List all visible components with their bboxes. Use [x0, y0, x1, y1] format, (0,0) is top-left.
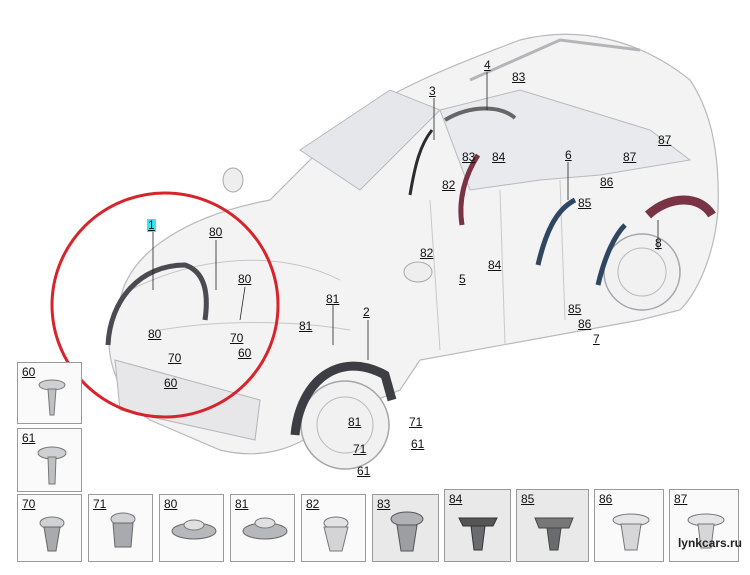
- leader-lines: [152, 72, 659, 360]
- rear-arch-liner: [644, 195, 716, 219]
- fastener-number: 60: [22, 365, 36, 379]
- callout-87[interactable]: 87: [623, 150, 637, 164]
- watermark: lynkcars.ru: [677, 536, 742, 550]
- trim-clip-icon: [612, 513, 650, 551]
- expansion-clip-icon: [171, 519, 217, 540]
- callout-60[interactable]: 60: [238, 346, 252, 360]
- fastener-number: 71: [93, 497, 107, 511]
- callout-60[interactable]: 60: [164, 376, 178, 390]
- fastener-thumb-61[interactable]: 61: [17, 428, 82, 492]
- front-wheel-rim: [316, 396, 374, 454]
- retainer-clip-icon: [458, 517, 498, 551]
- callout-3[interactable]: 3: [429, 84, 436, 98]
- fastener-number: 80: [164, 497, 178, 511]
- door-lines: [429, 179, 566, 351]
- callout-83[interactable]: 83: [462, 150, 476, 164]
- callout-81[interactable]: 81: [299, 319, 313, 333]
- callout-71[interactable]: 71: [353, 442, 367, 456]
- fastener-thumb-84[interactable]: 84: [444, 489, 511, 562]
- callout-83[interactable]: 83: [512, 70, 526, 84]
- trim-clip-icon: [687, 513, 725, 549]
- front-wheel: [300, 380, 390, 470]
- side-windows: [439, 89, 692, 191]
- fastener-thumb-81[interactable]: 81: [230, 494, 295, 562]
- fastener-thumb-82[interactable]: 82: [301, 494, 366, 562]
- fastener-thumb-71[interactable]: 71: [88, 494, 153, 562]
- callout-4[interactable]: 4: [484, 58, 491, 72]
- callout-81[interactable]: 81: [326, 292, 340, 306]
- callout-85[interactable]: 85: [568, 302, 582, 316]
- retainer-clip-icon: [534, 517, 574, 551]
- hood-lines: [129, 259, 351, 331]
- callout-70[interactable]: 70: [230, 331, 244, 345]
- callout-80[interactable]: 80: [148, 327, 162, 341]
- callout-84[interactable]: 84: [492, 150, 506, 164]
- callout-86[interactable]: 86: [600, 175, 614, 189]
- callout-84[interactable]: 84: [488, 258, 502, 272]
- callout-87[interactable]: 87: [658, 133, 672, 147]
- callout-85[interactable]: 85: [578, 196, 592, 210]
- fastener-thumb-85[interactable]: 85: [516, 489, 589, 562]
- callout-7[interactable]: 7: [593, 332, 600, 346]
- fastener-number: 86: [599, 492, 613, 506]
- roof-rail: [469, 38, 641, 82]
- callout-2[interactable]: 2: [363, 305, 370, 319]
- fastener-number: 82: [306, 497, 320, 511]
- fastener-number: 83: [377, 497, 391, 511]
- side-mirror: [403, 261, 433, 283]
- expansion-clip-icon: [242, 517, 288, 540]
- rear-quarter-liner: [595, 223, 627, 286]
- callout-6[interactable]: 6: [565, 148, 572, 162]
- callout-80[interactable]: 80: [209, 225, 223, 239]
- fastener-number: 85: [521, 492, 535, 506]
- callout-61[interactable]: 61: [411, 437, 425, 451]
- fastener-number: 81: [235, 497, 249, 511]
- nut-clip-icon: [39, 516, 65, 552]
- trim-clip-icon: [390, 511, 424, 552]
- fastener-number: 70: [22, 497, 36, 511]
- callout-86[interactable]: 86: [578, 317, 592, 331]
- front-arch-liner-detached: [105, 262, 209, 346]
- rear-door-liner: [535, 197, 577, 266]
- rear-wheel: [603, 233, 681, 311]
- callout-70[interactable]: 70: [168, 351, 182, 365]
- callout-61[interactable]: 61: [357, 464, 371, 478]
- fastener-number: 87: [674, 492, 688, 506]
- callout-1[interactable]: 1: [147, 218, 156, 232]
- fastener-number: 84: [449, 492, 463, 506]
- upper-liner-3: [408, 129, 434, 196]
- callout-80[interactable]: 80: [238, 272, 252, 286]
- fastener-number: 61: [22, 431, 36, 445]
- callout-82[interactable]: 82: [442, 178, 456, 192]
- fastener-thumb-86[interactable]: 86: [594, 489, 664, 562]
- a-pillar-mirror: [222, 167, 244, 193]
- fastener-thumb-87[interactable]: 87: [669, 489, 739, 562]
- trim-clip-icon: [323, 516, 349, 552]
- rear-wheel-rim: [617, 247, 667, 297]
- callout-82[interactable]: 82: [420, 246, 434, 260]
- callout-5[interactable]: 5: [459, 272, 466, 286]
- front-grille: [114, 359, 261, 441]
- fastener-thumb-83[interactable]: 83: [372, 494, 439, 562]
- fastener-thumb-70[interactable]: 70: [17, 494, 82, 562]
- highlight-circle: [50, 191, 280, 419]
- nut-clip-icon: [110, 512, 136, 548]
- front-arch-liner: [290, 361, 397, 436]
- callout-81[interactable]: 81: [348, 415, 362, 429]
- callout-8[interactable]: 8: [655, 236, 662, 250]
- fastener-thumb-80[interactable]: 80: [159, 494, 224, 562]
- push-rivet-icon: [38, 379, 66, 416]
- screw-clip-icon: [37, 446, 67, 485]
- callout-71[interactable]: 71: [409, 415, 423, 429]
- upper-liner-5: [458, 153, 481, 226]
- fastener-thumb-60[interactable]: 60: [17, 362, 82, 424]
- upper-liner-4: [443, 106, 517, 122]
